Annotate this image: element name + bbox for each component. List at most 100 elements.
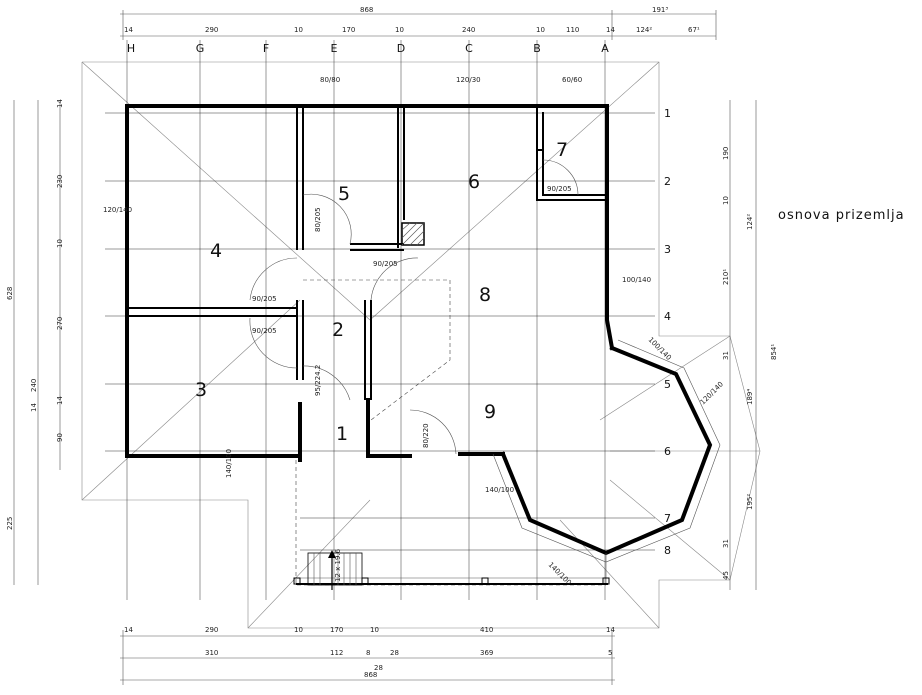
dim-bottom-sub: 28 [374, 664, 383, 672]
dim-top-extra: 191³ [652, 6, 668, 14]
axis-1: 1 [664, 107, 671, 120]
dim-bottom-r2-5: 5 [608, 649, 612, 657]
dim-bottom-r2-2: 8 [366, 649, 370, 657]
axis-A: A [601, 42, 609, 55]
window-label-4: 100/140 [647, 336, 673, 362]
dim-bottom-5: 410 [480, 626, 493, 634]
room-8: 8 [479, 284, 491, 306]
door-label-0: 90/205 [252, 295, 277, 303]
window-label-5: 120/140 [699, 380, 725, 406]
door-label-3: 90/205 [547, 185, 572, 193]
dim-right-6: 195² [746, 494, 754, 510]
interior-walls [127, 106, 605, 400]
axis-C: C [465, 42, 473, 55]
drawing-title: osnova prizemlja [778, 208, 905, 223]
dim-top-6: 10 [536, 26, 545, 34]
window-label-8: 120/30 [456, 76, 481, 84]
dim-right-8: 45 [722, 571, 730, 580]
exterior-walls [125, 104, 615, 462]
dim-top-4: 10 [395, 26, 404, 34]
window-label-7: 60/60 [562, 76, 582, 84]
dim-left-6: 14 [30, 403, 38, 412]
dim-left-2: 10 [56, 239, 64, 248]
dim-bottom-0: 14 [124, 626, 133, 634]
dim-bottom-6: 14 [606, 626, 615, 634]
dim-bottom-4: 10 [370, 626, 379, 634]
axis-D: D [397, 42, 405, 55]
grid-lines [105, 40, 655, 600]
window-label-3: 140/100 [485, 486, 514, 494]
dim-right-1: 10 [722, 196, 730, 205]
dim-right-0: 190 [722, 147, 730, 160]
dim-top-10: 67¹ [688, 26, 700, 34]
room-9: 9 [484, 401, 496, 423]
axis-G: G [196, 42, 205, 55]
dim-left-0: 14 [56, 99, 64, 108]
dim-right-7: 31 [722, 539, 730, 548]
dim-left-8: 225 [6, 517, 14, 530]
room-6: 6 [468, 171, 480, 193]
bay-window-walls [492, 339, 721, 585]
dim-bottom-2: 10 [294, 626, 303, 634]
window-label-0: 120/140 [103, 206, 132, 214]
left-dimensions: 628 14 230 10 270 14 240 14 90 225 [6, 99, 64, 585]
window-label-9: 80/80 [320, 76, 340, 84]
dim-top-0: 14 [124, 26, 133, 34]
dim-left-4: 14 [56, 396, 64, 405]
bottom-dimensions: 14 290 10 170 10 410 14 310 112 8 28 369… [120, 626, 615, 685]
dim-top-7: 110 [566, 26, 579, 34]
room-2: 2 [332, 319, 344, 341]
axis-3: 3 [664, 243, 671, 256]
axis-7: 7 [664, 512, 671, 525]
door-labels: 90/205 90/205 90/205 90/205 80/205 80/22… [252, 185, 572, 448]
room-4: 4 [210, 240, 222, 262]
room-1: 1 [336, 423, 348, 445]
axis-E: E [331, 42, 338, 55]
dim-left-5: 240 [30, 379, 38, 392]
dim-left-total: 628 [6, 287, 14, 300]
top-dimensions: 868 191³ 14 290 10 170 10 240 10 110 14 … [120, 6, 717, 40]
right-dimensions: 190 10 124² 210¹ 31 189⁴ 195² 31 45 854¹ [722, 100, 778, 590]
room-7: 7 [556, 139, 568, 161]
axis-5: 5 [664, 378, 671, 391]
dim-left-7: 90 [56, 433, 64, 442]
dim-bottom-r2-3: 28 [390, 649, 399, 657]
axis-2: 2 [664, 175, 671, 188]
room-3: 3 [195, 379, 207, 401]
dim-top-2: 10 [294, 26, 303, 34]
dim-top-8: 14 [606, 26, 615, 34]
dim-top-9: 124² [636, 26, 652, 34]
window-label-2: 140/100 [225, 449, 233, 478]
dim-top-5: 240 [462, 26, 475, 34]
dim-top-1: 290 [205, 26, 218, 34]
window-label-1: 100/140 [622, 276, 651, 284]
terrace [293, 577, 610, 585]
room-numbers: 1 2 3 4 5 6 7 8 9 [195, 139, 568, 445]
door-swings [249, 159, 579, 455]
door-label-1: 90/205 [252, 327, 277, 335]
dim-left-3: 270 [56, 317, 64, 330]
dim-top-3: 170 [342, 26, 355, 34]
dim-right-3: 210¹ [722, 269, 730, 285]
dim-bottom-3: 170 [330, 626, 343, 634]
axis-6: 6 [664, 445, 671, 458]
dim-right-2: 124² [746, 214, 754, 230]
door-label-7: 95/224.2 [314, 365, 322, 396]
axis-4: 4 [664, 310, 671, 323]
dim-bottom-r2-0: 310 [205, 649, 218, 657]
axis-F: F [263, 42, 269, 55]
dim-left-1: 230 [56, 175, 64, 188]
window-labels: 120/140 100/140 140/100 140/100 100/140 … [103, 76, 725, 587]
dim-bottom-r2-4: 369 [480, 649, 493, 657]
stair-label: 12 x 19.6 [334, 548, 342, 582]
dim-bottom-r2-1: 112 [330, 649, 343, 657]
dim-right-5: 189⁴ [746, 389, 754, 405]
room-5: 5 [338, 183, 350, 205]
door-label-4: 80/205 [314, 207, 322, 232]
dim-right-4: 31 [722, 351, 730, 360]
stair: 12 x 19.6 [307, 548, 363, 590]
axis-8: 8 [664, 544, 671, 557]
dim-bottom-total: 868 [364, 671, 377, 679]
right-axis-markers: 1 2 3 4 5 6 7 8 [664, 107, 671, 557]
door-label-5: 80/220 [422, 423, 430, 448]
